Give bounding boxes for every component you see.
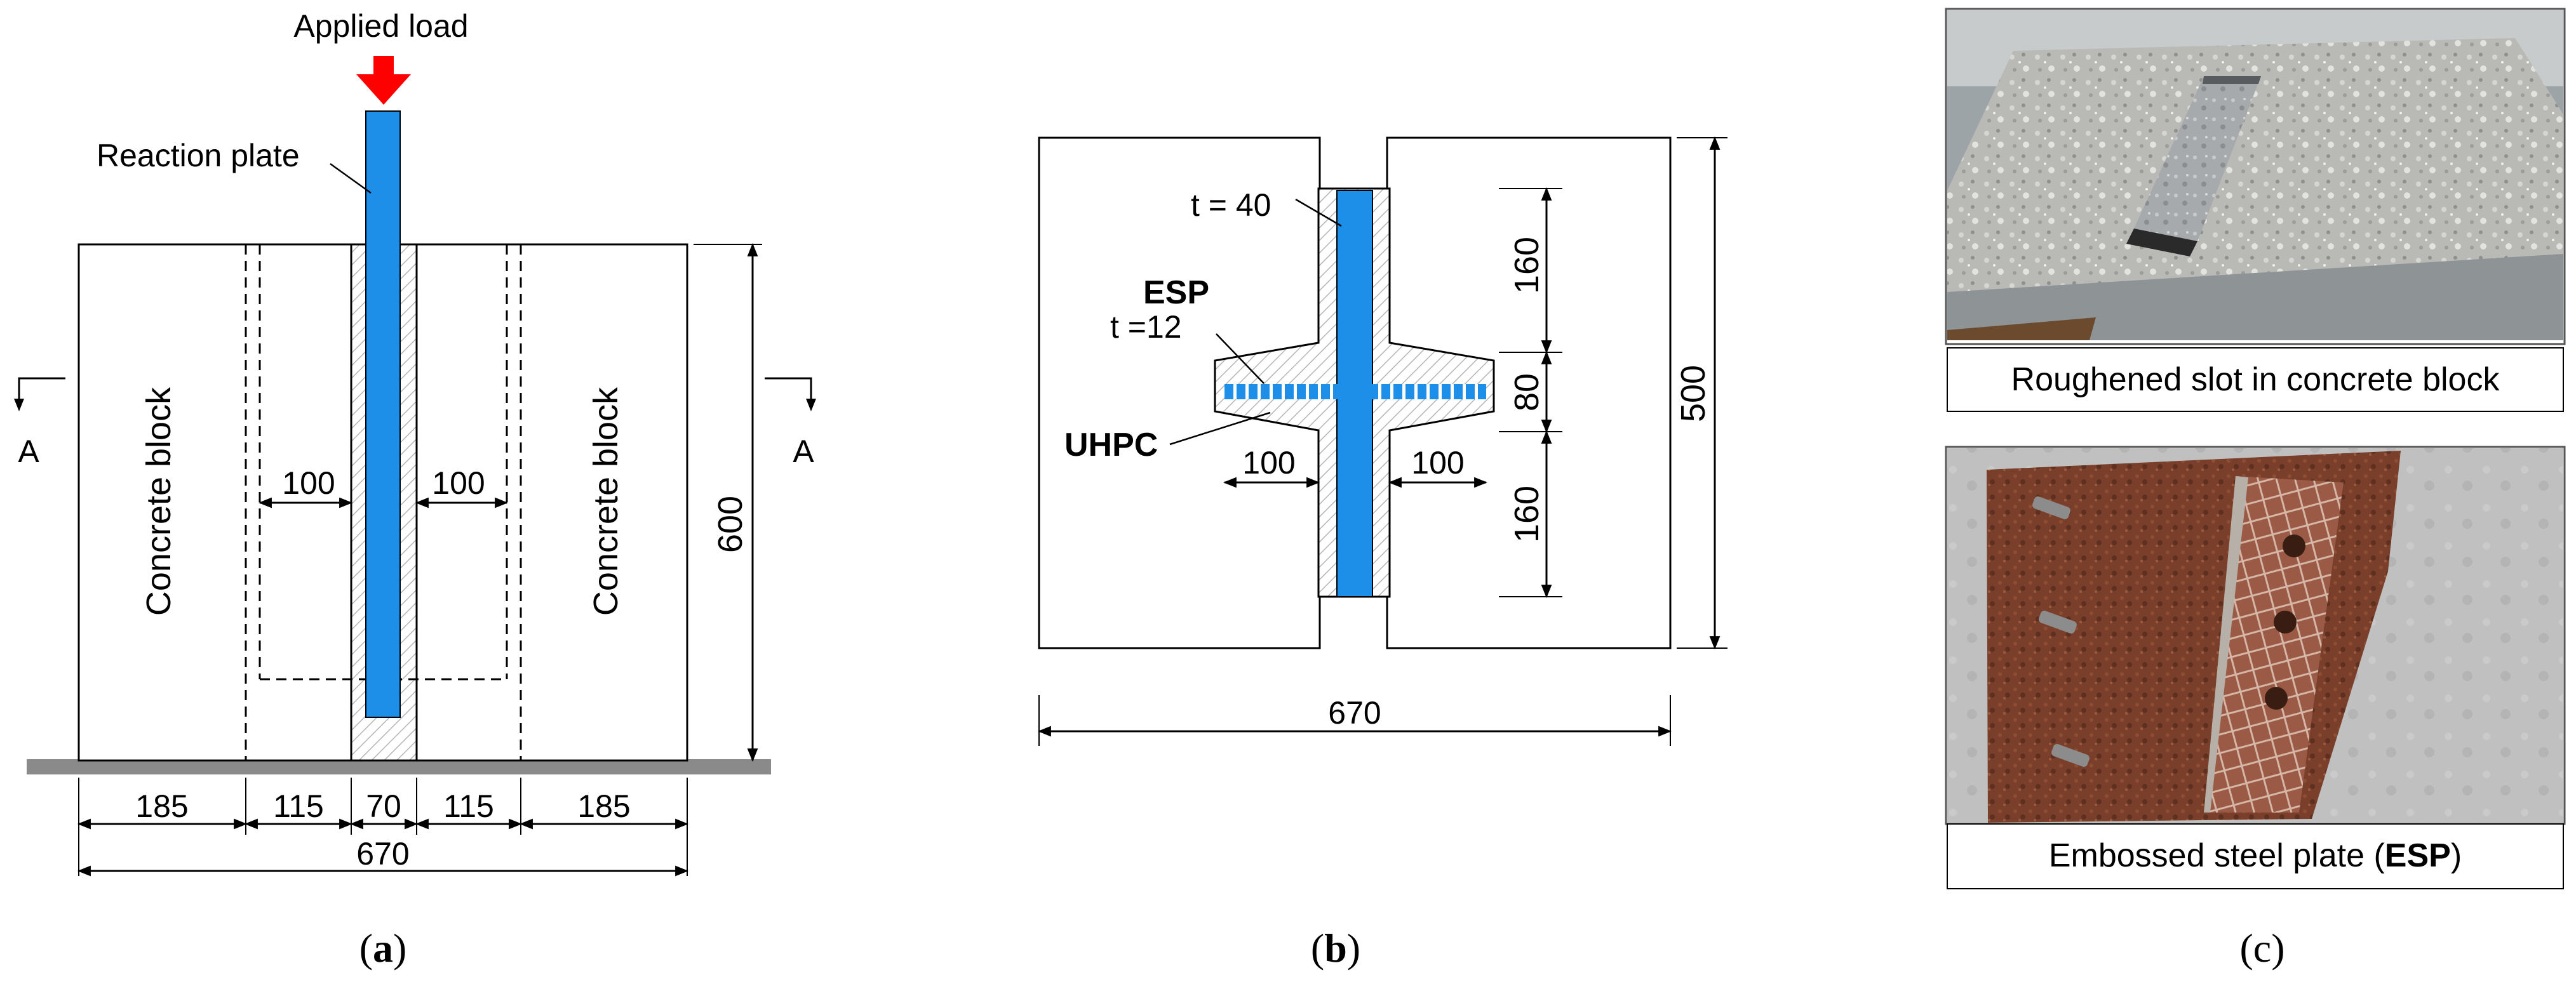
dim-mid-label: 80 <box>1508 373 1546 411</box>
t12-label: t =12 <box>1110 309 1182 345</box>
panel-c-caption: (c) <box>2239 926 2284 971</box>
height-label-b: 500 <box>1674 365 1712 422</box>
panel-a-caption: (a) <box>359 926 407 971</box>
height-label: 600 <box>711 496 749 553</box>
gap-right-label: 100 <box>432 465 485 501</box>
photo2-caption-box <box>1947 823 2564 889</box>
t40-leader <box>1295 198 1342 227</box>
applied-load-arrow <box>356 56 411 105</box>
svg-text:A: A <box>793 434 814 469</box>
t40-label: t = 40 <box>1191 187 1271 223</box>
dim-bottom-label: 160 <box>1508 486 1546 543</box>
esp-leader <box>1216 333 1265 384</box>
concrete-block-right-label: Concrete block <box>587 387 625 616</box>
photo-embossed-steel-plate <box>1945 446 2566 825</box>
width-label-b: 670 <box>1328 695 1381 731</box>
applied-load-label: Applied load <box>293 8 468 44</box>
photo1-caption: Roughened slot in concrete block <box>2011 361 2500 398</box>
ground-base <box>27 759 771 774</box>
dim-115-left: 115 <box>273 788 324 824</box>
dim-115-right: 115 <box>443 788 494 824</box>
uhpc-label: UHPC <box>1064 427 1158 463</box>
total-width-label: 670 <box>356 836 409 872</box>
panel-a: Applied load Reaction plate Concrete blo… <box>14 8 816 971</box>
photo2-caption: Embossed steel plate (ESP) <box>2049 837 2462 874</box>
dim-185-left: 185 <box>135 788 188 824</box>
section-marker-left: A <box>14 377 65 469</box>
svg-text:A: A <box>18 434 39 469</box>
panel-c: Roughened slot in concrete block Embosse… <box>1945 8 2566 971</box>
dim-top-label: 160 <box>1508 237 1546 294</box>
uhpc-leader <box>1169 411 1271 446</box>
dim-70: 70 <box>366 788 401 824</box>
panel-b-caption: (b) <box>1311 926 1360 971</box>
photo1-caption-box <box>1947 347 2564 412</box>
esp-label: ESP <box>1143 274 1209 311</box>
dim-right-label: 100 <box>1411 445 1464 481</box>
gap-left-label: 100 <box>282 465 335 501</box>
reaction-plate-label: Reaction plate <box>97 138 300 173</box>
photo-roughened-slot <box>1945 8 2566 345</box>
dim-left-label: 100 <box>1242 445 1295 481</box>
concrete-block-left-label: Concrete block <box>140 387 178 616</box>
reaction-plate-leader <box>330 163 372 194</box>
reaction-plate <box>365 110 401 718</box>
section-marker-right: A <box>765 377 816 469</box>
panel-b: t = 40 ESP t =12 UHPC 100 100 160 80 160… <box>1037 136 1727 971</box>
esp-bar <box>1224 384 1486 399</box>
dim-185-right: 185 <box>577 788 630 824</box>
